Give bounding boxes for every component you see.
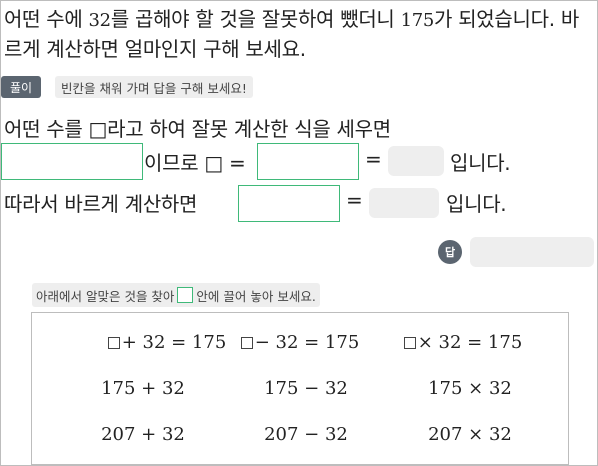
problem-text-c: 가 되었습니다. 바르게 계산하면 얼마인지 구해 보세요. <box>4 7 579 61</box>
line2-middle-text: 이므로 □ = <box>144 151 246 175</box>
answer-input[interactable] <box>470 237 594 267</box>
solution-line-1: 어떤 수를 □라고 하여 잘못 계산한 식을 세우면 <box>4 117 391 141</box>
problem-text-b: 를 곱해야 할 것을 잘못하여 뺐더니 <box>110 7 401 31</box>
line3-end-text: 입니다. <box>446 192 507 216</box>
box-symbol-icon <box>403 337 416 349</box>
box-symbol-icon <box>240 337 253 349</box>
drag-instruction-a: 아래에서 알맞은 것을 찾아 <box>36 288 175 304</box>
blank-unknown-value-input[interactable] <box>388 146 444 176</box>
equals-sign-2: = <box>346 188 363 212</box>
option-175-times-32[interactable]: 175 × 32 <box>428 378 512 399</box>
box-symbol-icon <box>107 337 120 349</box>
option-207-minus-32[interactable]: 207 − 32 <box>264 424 348 445</box>
drag-instruction-b: 안에 끌어 놓아 보세요. <box>196 288 316 304</box>
blank-correct-value-input[interactable] <box>369 188 439 218</box>
answer-icon: 답 <box>438 240 462 264</box>
option-box-times-32-eq-175[interactable]: × 32 = 175 <box>383 332 543 353</box>
blank-equation-input[interactable] <box>1 143 143 180</box>
option-207-times-32[interactable]: 207 × 32 <box>428 424 512 445</box>
drag-options-panel: + 32 = 175 − 32 = 175 × 32 = 175 175 + 3… <box>31 312 569 465</box>
option-text: + 32 = 175 <box>121 332 227 353</box>
equals-sign-1: = <box>365 147 382 171</box>
problem-text: 어떤 수에 32를 곱해야 할 것을 잘못하여 뺐더니 175가 되었습니다. … <box>4 5 592 64</box>
solution-chip: 풀이 <box>1 76 41 98</box>
line2-end-text: 입니다. <box>450 151 511 175</box>
hint-label: 빈칸을 채워 가며 답을 구해 보세요! <box>55 76 253 98</box>
blank-unknown-expression-input[interactable] <box>257 143 359 180</box>
option-box-minus-32-eq-175[interactable]: − 32 = 175 <box>220 332 380 353</box>
option-207-plus-32[interactable]: 207 + 32 <box>101 424 185 445</box>
option-175-minus-32[interactable]: 175 − 32 <box>264 378 348 399</box>
option-175-plus-32[interactable]: 175 + 32 <box>101 378 185 399</box>
drag-instruction: 아래에서 알맞은 것을 찾아 안에 끌어 놓아 보세요. <box>32 283 320 307</box>
problem-number-175: 175 <box>400 10 435 31</box>
option-text: − 32 = 175 <box>254 332 360 353</box>
option-text: × 32 = 175 <box>417 332 523 353</box>
problem-number-32: 32 <box>88 10 112 31</box>
line3-start-text: 따라서 바르게 계산하면 <box>4 192 198 216</box>
blank-correct-expression-input[interactable] <box>238 185 340 222</box>
problem-text-a: 어떤 수에 <box>4 7 89 31</box>
blank-box-icon <box>177 287 194 303</box>
option-box-plus-32-eq-175[interactable]: + 32 = 175 <box>87 332 247 353</box>
